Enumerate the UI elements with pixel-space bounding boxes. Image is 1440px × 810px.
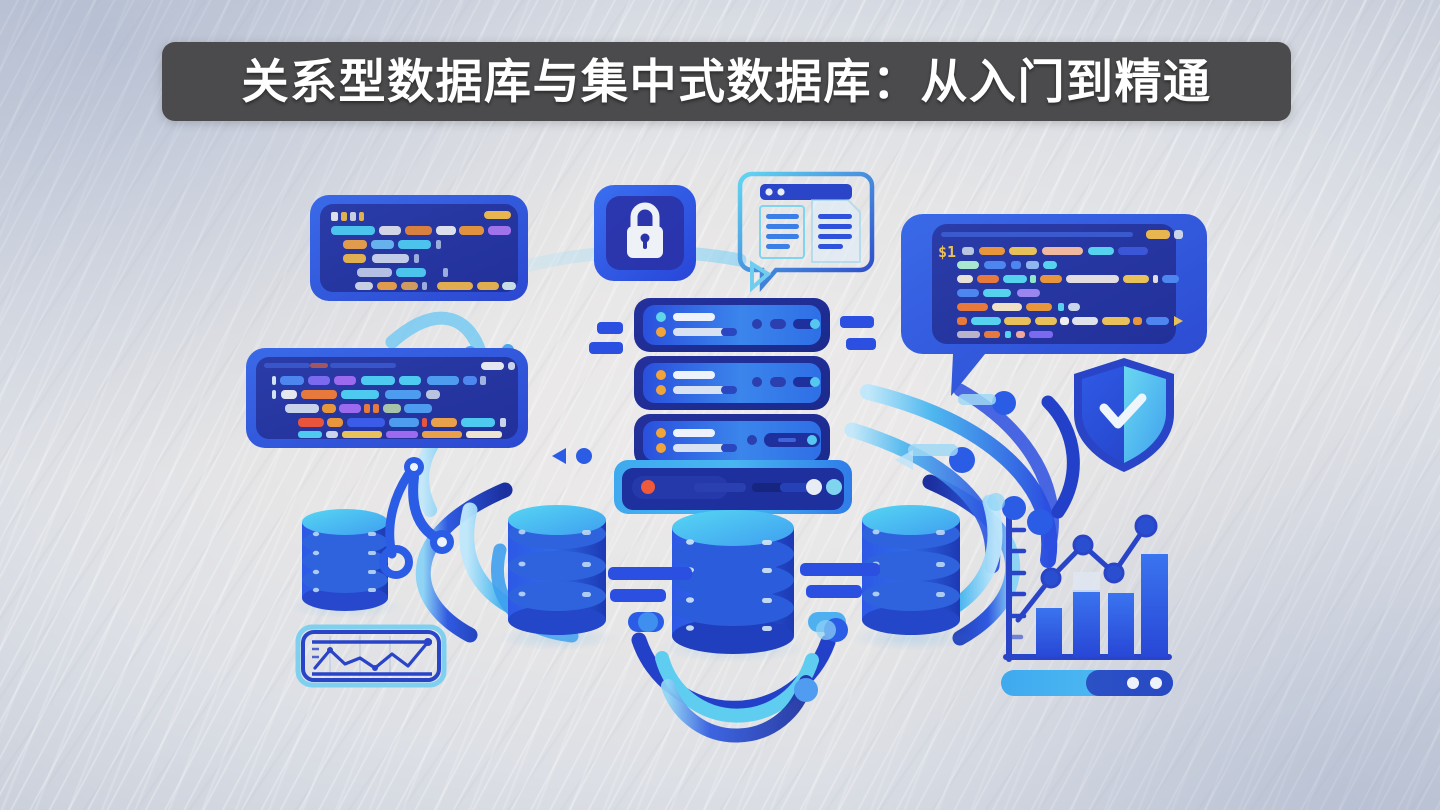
- lock-icon: [594, 185, 696, 281]
- mini-chart-card-icon: [295, 624, 447, 688]
- chart-bars: [1036, 554, 1168, 657]
- connection-arcs-bottom: [631, 618, 848, 743]
- code-panel-mid-left: [246, 348, 528, 448]
- floating-dots: [987, 493, 1026, 520]
- network-node-dots: [379, 391, 1080, 579]
- server-unit: [634, 414, 830, 468]
- shield-check-icon: [1074, 358, 1174, 472]
- server-base-unit: [614, 460, 852, 514]
- code-panel-right-bubble: $1: [901, 214, 1207, 396]
- code-tokens: [272, 376, 506, 427]
- page-title: 关系型数据库与集中式数据库：从入门到精通: [241, 55, 1212, 108]
- code-panel-top-left: [310, 195, 528, 301]
- database-cylinder-center: [657, 510, 809, 663]
- server-signal-dashes: [589, 316, 876, 354]
- code-tokens: [331, 212, 516, 290]
- code-tokens: [957, 247, 1183, 338]
- chart-server-bar: [1001, 670, 1173, 696]
- data-flow-dashes: [608, 563, 880, 632]
- document-card-icon: [737, 171, 875, 293]
- title-banner: 关系型数据库与集中式数据库：从入门到精通: [162, 42, 1291, 121]
- database-cylinder-right: [849, 505, 973, 651]
- server-unit: [634, 356, 830, 410]
- analytics-chart-icon: [1001, 513, 1173, 696]
- svg-text:$1: $1: [938, 243, 956, 261]
- chart-line-nodes: [1040, 514, 1158, 589]
- code-tokens-row-extra: [298, 431, 502, 438]
- database-cylinder-left-small: [287, 509, 403, 619]
- server-unit: [634, 298, 830, 352]
- database-cylinder-left: [495, 505, 619, 651]
- database-architecture-illustration: $1: [0, 130, 1440, 810]
